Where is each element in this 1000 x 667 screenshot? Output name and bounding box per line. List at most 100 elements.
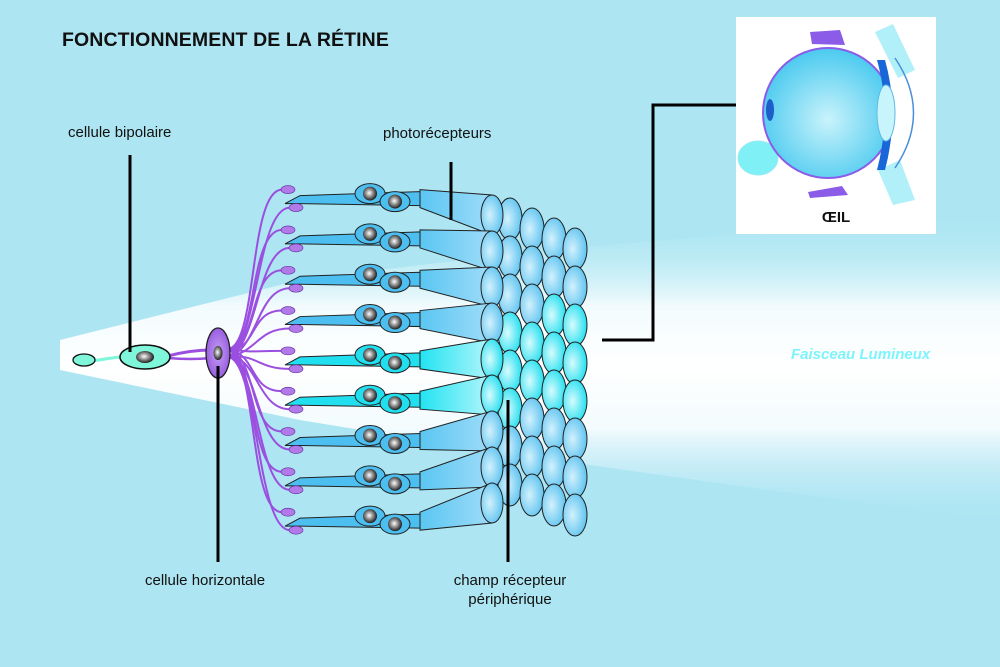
- photoreceptor-cap: [562, 341, 588, 385]
- synapse: [288, 283, 304, 293]
- eye-muscle-bottom: [808, 186, 848, 198]
- photoreceptor-cap: [562, 455, 588, 499]
- label-receptive-field-line1: champ récepteur: [453, 572, 567, 589]
- photoreceptor-array: [497, 197, 588, 537]
- synapse: [288, 203, 304, 212]
- receptor-nucleus: [388, 315, 402, 330]
- receptor-nucleus: [388, 517, 402, 532]
- receptor-nucleus: [363, 226, 377, 241]
- label-bipolar-cell: cellule bipolaire: [68, 124, 172, 141]
- leader-eye: [602, 103, 766, 342]
- label-receptive-field: champ récepteur périphérique: [425, 571, 595, 609]
- synapse: [288, 445, 304, 454]
- receptor-nucleus: [363, 509, 377, 524]
- photoreceptor-cap: [562, 265, 588, 309]
- receptor-nucleus: [363, 347, 377, 362]
- photoreceptor-cap: [562, 417, 588, 461]
- receptor-nucleus: [388, 275, 402, 290]
- bipolar-cell-group: [72, 344, 213, 370]
- synapse: [288, 364, 304, 374]
- receptor-nucleus: [388, 355, 402, 370]
- photoreceptor-cap: [541, 369, 567, 413]
- dendrite: [225, 269, 283, 351]
- photoreceptor-cap: [541, 445, 567, 489]
- photoreceptor-cap: [562, 303, 588, 347]
- photoreceptor-tube-end: [480, 230, 504, 272]
- photoreceptor-cap: [519, 283, 545, 327]
- receptor-nucleus: [363, 468, 377, 483]
- eyelid-bottom: [878, 160, 915, 205]
- synapse: [280, 386, 296, 396]
- photoreceptor-cap: [519, 397, 545, 441]
- receptor-nucleus: [363, 307, 377, 322]
- photoreceptor-cap: [541, 293, 567, 337]
- receptor-nucleus: [363, 186, 377, 201]
- dendrite: [225, 188, 283, 351]
- horizontal-cell: [205, 327, 231, 379]
- synapse: [280, 507, 296, 517]
- lens: [876, 84, 896, 142]
- horizontal-cell-dendrites: [225, 188, 291, 532]
- receptor-nucleus: [388, 476, 402, 491]
- eye-caption: ŒIL: [821, 209, 851, 226]
- receptor-nucleus: [388, 194, 402, 209]
- photoreceptor-cap: [562, 227, 588, 271]
- label-horizontal-cell: cellule horizontale: [145, 572, 266, 589]
- synapse: [280, 265, 296, 275]
- eye-inset: ŒIL: [736, 17, 936, 234]
- cornea: [894, 57, 915, 169]
- photoreceptor-tube-end: [480, 446, 504, 488]
- photoreceptor-cap: [519, 321, 545, 365]
- eye-muscle-top: [810, 30, 845, 45]
- bipolar-nucleus: [136, 351, 154, 363]
- photoreceptor-cap: [519, 435, 545, 479]
- photoreceptor-cap: [519, 473, 545, 517]
- synapse: [288, 525, 304, 535]
- photoreceptor-cap: [562, 379, 588, 423]
- synapse: [280, 185, 296, 194]
- photoreceptor-tube-end: [480, 482, 504, 524]
- synapse: [280, 467, 296, 477]
- dendrite: [225, 228, 283, 351]
- eyelid-top: [875, 24, 915, 78]
- eyeball: [762, 47, 894, 179]
- photoreceptor-cap: [541, 217, 567, 261]
- photoreceptor-tube-end: [480, 302, 504, 344]
- label-receptive-field-line2: périphérique: [468, 591, 552, 608]
- photoreceptor-tube-end: [480, 410, 504, 452]
- synapse: [288, 324, 304, 333]
- photoreceptor-cap: [541, 255, 567, 299]
- receptor-nucleus: [388, 436, 402, 451]
- photoreceptor-cap: [519, 207, 545, 251]
- label-photoreceptors: photorécepteurs: [383, 125, 492, 142]
- receptor-nucleus: [388, 234, 402, 249]
- synapse: [280, 225, 296, 235]
- photoreceptor-cells: [280, 183, 504, 535]
- receptor-nucleus: [363, 267, 377, 282]
- photoreceptor-cap: [541, 331, 567, 375]
- synapse: [280, 427, 296, 436]
- synapse: [280, 306, 296, 315]
- photoreceptor-tube-end: [480, 266, 504, 308]
- photoreceptor-cap: [519, 359, 545, 403]
- optic-nerve: [737, 140, 779, 176]
- eye-illustration: [737, 24, 915, 205]
- receptor-nucleus: [388, 396, 402, 411]
- receptor-nucleus: [363, 428, 377, 443]
- photoreceptor-cap: [541, 407, 567, 451]
- synapse: [288, 243, 304, 253]
- photoreceptor-cap: [519, 245, 545, 289]
- page-title: FONCTIONNEMENT DE LA RÉTINE: [62, 29, 389, 51]
- small-cell: [72, 353, 96, 367]
- fovea: [766, 99, 774, 121]
- dendrite: [225, 309, 283, 351]
- dendrite: [225, 355, 291, 532]
- leader-lines: [128, 103, 766, 562]
- photoreceptor-cap: [562, 493, 588, 537]
- synapse: [288, 485, 304, 495]
- dendrite: [225, 355, 291, 491]
- synapse: [280, 346, 296, 356]
- photoreceptor-tube-end: [480, 338, 504, 380]
- label-light-beam: Faisceau Lumineux: [791, 346, 931, 363]
